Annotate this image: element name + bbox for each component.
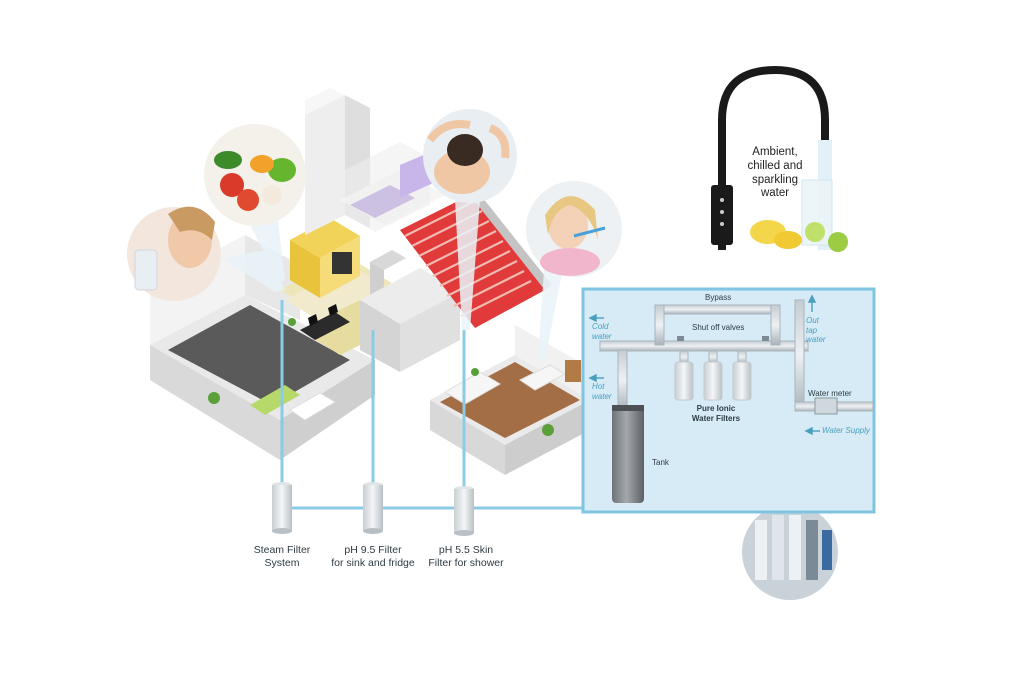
- tap-caption: Ambient, chilled and sparkling water: [735, 146, 815, 201]
- pure-ionic-label: Pure Ionic Water Filters: [676, 404, 756, 423]
- photo-filter-equipment: [742, 504, 838, 600]
- out-tap-water-label: Out tap water: [806, 316, 826, 345]
- shower-filter-cylinder: [454, 486, 474, 536]
- cold-water-label: Cold water: [592, 322, 612, 341]
- sink-filter-label-line2: for sink and fridge: [331, 556, 415, 569]
- out-tap-water-line3: water: [806, 335, 826, 345]
- pure-ionic-line2: Water Filters: [691, 413, 741, 423]
- water-lines: [280, 300, 583, 510]
- water-meter-label: Water meter: [808, 389, 852, 398]
- hot-water-label: Hot water: [592, 382, 612, 401]
- sink-filter-label-line1: pH 9.5 Filter: [344, 544, 402, 556]
- photo-vegetables: [204, 124, 306, 226]
- hot-water-label-line1: Hot: [592, 382, 605, 391]
- bypass-label: Bypass: [705, 293, 732, 302]
- cold-water-label-line2: water: [592, 331, 612, 341]
- plumbing-panel: [581, 287, 876, 514]
- shower-filter-label-line1: pH 5.5 Skin: [438, 544, 494, 556]
- pure-ionic-line1: Pure Ionic: [696, 404, 736, 413]
- tap-caption-line-3: sparkling: [751, 173, 799, 186]
- shower-filter-label-line2: Filter for shower: [428, 556, 504, 569]
- sink-filter-label: pH 9.5 Filter for sink and fridge: [313, 544, 433, 569]
- steam-filter-label-line1: Steam Filter: [253, 544, 311, 556]
- sink-filter-cylinder: [363, 482, 383, 534]
- hot-water-label-line2: water: [592, 391, 612, 401]
- photo-drinking-woman: [127, 206, 221, 301]
- steam-filter-label-line2: System: [264, 556, 300, 569]
- tank-label: Tank: [652, 458, 669, 467]
- out-tap-water-line1: Out: [806, 316, 819, 325]
- steam-filter-label: Steam Filter System: [222, 544, 342, 569]
- steam-filter-cylinder: [272, 482, 292, 534]
- faucet-illustration: [711, 65, 848, 252]
- tap-caption-line-4: water: [760, 187, 790, 200]
- tap-caption-line-1: Ambient,: [752, 146, 798, 158]
- cold-water-label-line1: Cold: [592, 322, 609, 331]
- photo-hair-washing: [423, 109, 517, 203]
- tap-caption-line-2: chilled and: [747, 159, 803, 172]
- filter-cylinders: [272, 482, 474, 536]
- shut-off-valves-label: Shut off valves: [692, 323, 745, 332]
- shower-filter-label: pH 5.5 Skin Filter for shower: [406, 544, 526, 569]
- out-tap-water-line2: tap: [806, 325, 818, 335]
- water-supply-label: Water Supply: [822, 426, 870, 435]
- photo-girl-brushing-teeth: [526, 181, 622, 277]
